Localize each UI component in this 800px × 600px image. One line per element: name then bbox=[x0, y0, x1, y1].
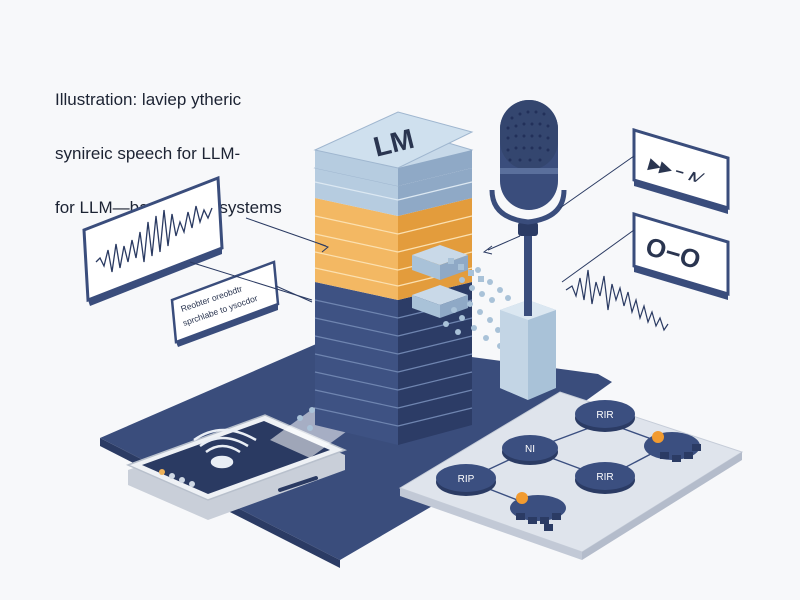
node-label-rir-top: RIR bbox=[596, 410, 613, 421]
node-label-ni: NI bbox=[525, 444, 535, 455]
wifi-signal-icon bbox=[193, 428, 257, 469]
llm-navy-layers bbox=[314, 282, 473, 445]
node-board: RIR NI RIP RIR bbox=[398, 391, 744, 560]
node-rir-top[interactable]: RIR bbox=[575, 400, 635, 432]
token-blocks bbox=[412, 245, 468, 318]
media-card-top[interactable]: ▶▶ − ∧∕ bbox=[632, 127, 730, 214]
audio-waveform-right bbox=[565, 269, 669, 332]
node-cluster-right[interactable] bbox=[644, 431, 701, 462]
illustration-title: Illustration: laviep ytheric synireic sp… bbox=[55, 55, 282, 235]
llm-tower[interactable]: LM bbox=[313, 111, 474, 445]
node-label-rip: RIP bbox=[458, 474, 475, 485]
base-platform bbox=[100, 338, 612, 560]
node-rip[interactable]: RIP bbox=[436, 464, 496, 496]
waveform-icon bbox=[95, 205, 213, 273]
node-ni[interactable]: NI bbox=[502, 435, 558, 465]
node-label-rir-right: RIR bbox=[596, 472, 613, 483]
device-indicator-dots bbox=[159, 469, 195, 487]
media-card-bottom[interactable]: O−O bbox=[632, 211, 730, 300]
waveform-card[interactable] bbox=[82, 175, 224, 306]
microphone-icon[interactable] bbox=[489, 100, 567, 400]
title-line-2: synireic speech for LLM- bbox=[55, 144, 241, 163]
connector-lines bbox=[189, 155, 635, 303]
node-cluster-bottom[interactable] bbox=[510, 492, 566, 531]
device-slot bbox=[278, 476, 318, 492]
node-rir-right[interactable]: RIR bbox=[575, 462, 635, 494]
title-line-1: Illustration: laviep ytheric bbox=[55, 90, 242, 109]
llm-top-layers: LM bbox=[313, 111, 474, 216]
transcript-card[interactable]: Reobter oreobdtr sprchlabe to ysocdor bbox=[170, 260, 280, 347]
